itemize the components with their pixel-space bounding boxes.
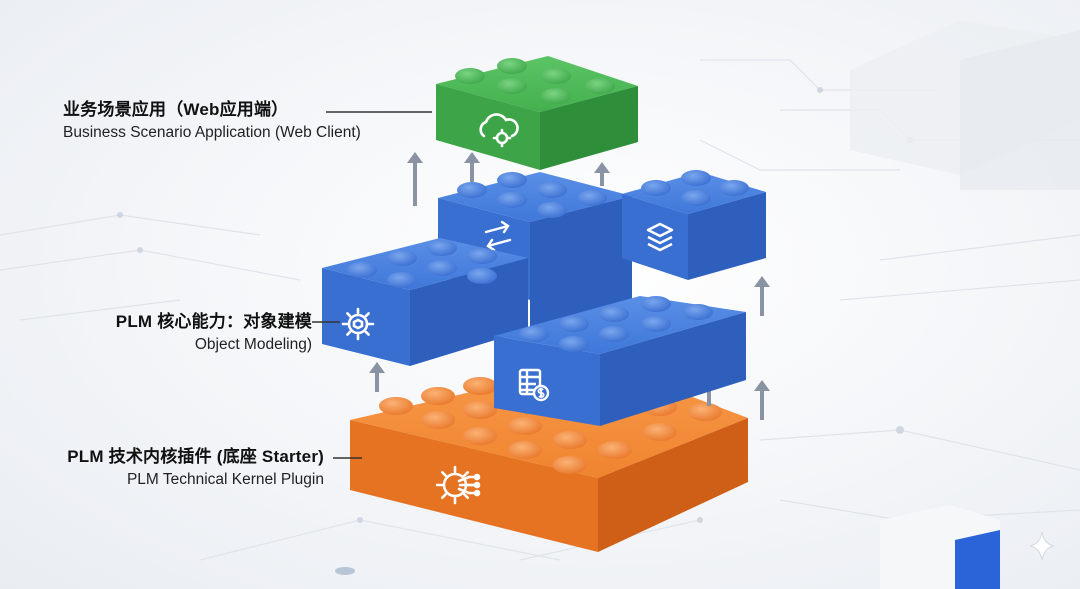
- sparkle-icon: [1029, 531, 1055, 561]
- gear-circuit-icon: [435, 465, 481, 505]
- background-boxes: [850, 20, 1080, 589]
- blue-front-brick: [494, 296, 746, 426]
- gear-cube-icon: [341, 307, 375, 341]
- label-object-modeling: PLM 核心能力：对象建模 Object Modeling): [116, 312, 312, 353]
- label-kernel-plugin: PLM 技术内核插件 (底座 Starter) PLM Technical Ke…: [67, 447, 324, 488]
- label-object-modeling-zh: PLM 核心能力：对象建模: [115, 312, 312, 331]
- blue-right-brick: [622, 170, 766, 280]
- label-kernel-plugin-en: PLM Technical Kernel Plugin: [126, 470, 324, 488]
- sync-arrows-icon: [484, 220, 512, 252]
- table-dollar-icon: [518, 368, 550, 402]
- green-top-brick: [436, 56, 638, 170]
- label-kernel-plugin-zh: PLM 技术内核插件 (底座 Starter): [67, 447, 324, 466]
- orange-studs: [379, 377, 722, 474]
- label-web-client-en: Business Scenario Application (Web Clien…: [63, 123, 361, 141]
- leader-lines: [312, 111, 432, 459]
- layers-icon: [646, 222, 674, 252]
- cloud-gear-icon: [479, 113, 519, 148]
- label-web-client: 业务场景应用（Web应用端） Business Scenario Applica…: [63, 100, 361, 141]
- label-object-modeling-en: Object Modeling): [194, 335, 312, 353]
- label-web-client-zh: 业务场景应用（Web应用端）: [63, 100, 289, 119]
